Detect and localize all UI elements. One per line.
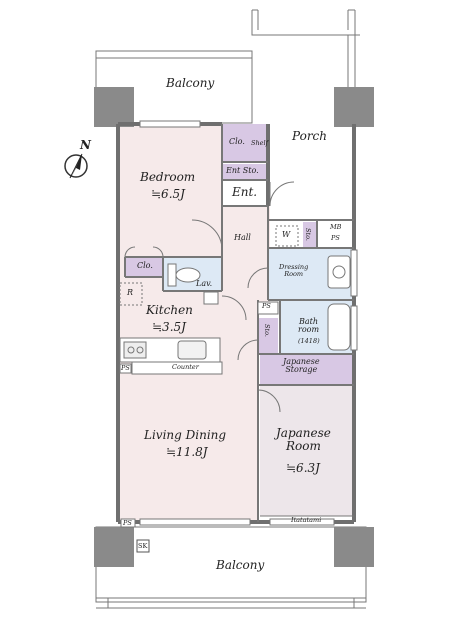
compass-icon <box>64 153 88 179</box>
bedroom-name: Bedroom <box>140 170 196 184</box>
ent-storage-fill <box>222 164 268 180</box>
ps-bottom-label: PS <box>123 519 132 527</box>
ps-label: PS <box>331 234 340 242</box>
ent-storage-label: Ent Sto. <box>226 166 259 175</box>
japanese-room-size: ≒6.3J <box>286 461 320 475</box>
washer-label: W <box>282 230 291 239</box>
japanese-room-name: Japanese Room <box>276 426 331 453</box>
balcony-top-label: Balcony <box>166 76 215 90</box>
compass-label: N <box>80 138 91 152</box>
storage-side-label: Sto. <box>262 324 271 337</box>
living-dining-size: ≒11.8J <box>166 445 208 459</box>
floor-pink <box>118 124 258 522</box>
columns <box>94 87 374 567</box>
mb-label: MB <box>330 223 342 231</box>
sk-label: SK <box>138 542 148 550</box>
bedroom-size: ≒6.5J <box>151 187 185 201</box>
japanese-storage-fill <box>260 355 354 385</box>
lav-label: Lav. <box>196 279 213 288</box>
toilet <box>167 263 201 287</box>
porch-area <box>251 9 360 100</box>
balcony-bottom-label: Balcony <box>216 558 265 572</box>
kitchen-counter <box>119 337 223 375</box>
storage-side-fill <box>258 318 278 354</box>
refrigerator <box>119 282 143 306</box>
closet-bedroom-fill <box>222 124 268 162</box>
shelf-label: Shelf <box>251 139 268 147</box>
kitchen-name: Kitchen <box>146 303 193 317</box>
bathtub <box>327 303 351 351</box>
kitchen-size: ≒3.5J <box>152 320 186 334</box>
entrance-label: Ent. <box>232 185 258 199</box>
hall-label: Hall <box>234 233 251 242</box>
living-dining-name: Living Dining <box>144 428 227 442</box>
storage-small-fill <box>303 222 317 248</box>
porch-label: Porch <box>292 129 327 143</box>
counter-label: Counter <box>172 363 199 371</box>
floor-fills <box>118 124 354 522</box>
interior-walls <box>124 124 354 522</box>
japanese-storage-label: Japanese Storage <box>283 357 320 375</box>
washer-spot <box>275 225 299 247</box>
sk-box <box>136 539 150 553</box>
refrigerator-label: R <box>127 288 134 297</box>
lav-sink <box>203 291 219 305</box>
ps-boxes <box>119 301 279 528</box>
bathroom-size: (1418) <box>298 337 320 345</box>
doors <box>124 181 295 413</box>
itatatami-label: Itatatami <box>291 516 322 524</box>
japanese-room-fill <box>260 386 354 516</box>
bathroom-label: Bath room <box>298 317 320 335</box>
floor-hall <box>222 205 270 305</box>
windows <box>139 120 358 526</box>
ps-bath-label: PS <box>262 302 271 310</box>
closet-kitchen-fill <box>125 257 163 277</box>
dressing-room-label: Dressing Room <box>279 263 309 278</box>
storage-small-label: Sto. <box>303 228 312 241</box>
closet-kitchen-label: Clo. <box>137 261 153 270</box>
closet-bedroom-label: Clo. <box>229 137 245 146</box>
ps-kitchen-label: PS <box>121 364 130 372</box>
dressing-sink <box>327 255 351 289</box>
